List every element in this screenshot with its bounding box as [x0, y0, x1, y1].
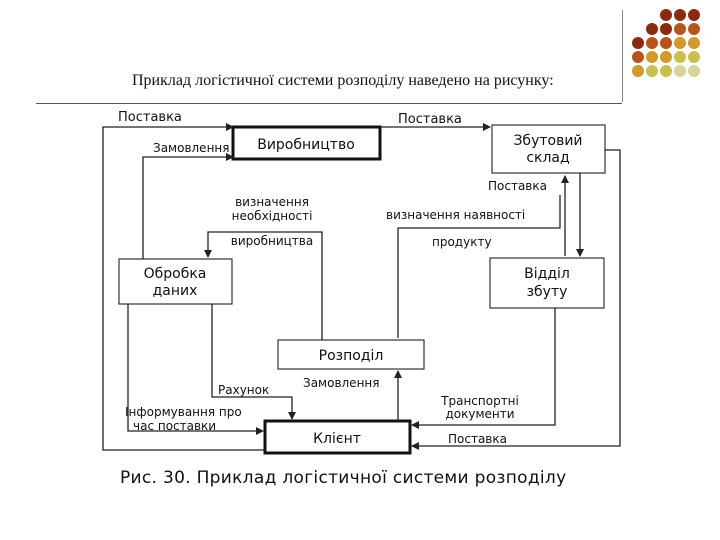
decorative-dot [674, 37, 686, 49]
box-warehouse-label-1: Збутовий [513, 133, 582, 149]
decorative-dot [660, 37, 672, 49]
arrow-supply-bottom [411, 149, 621, 450]
box-distribution-label: Розподіл [319, 348, 384, 364]
arrow-need-production [204, 231, 323, 340]
decorative-dot [646, 23, 658, 35]
decorative-dot [646, 65, 658, 77]
label-info-2: час поставки [133, 419, 216, 433]
arrow-order-top [142, 153, 234, 259]
figure-caption: Рис. 30. Приклад логістичної системи роз… [120, 468, 567, 488]
decorative-dot [646, 51, 658, 63]
decorative-dot [632, 51, 644, 63]
box-distribution: Розподіл [277, 339, 425, 370]
decorative-dot [660, 23, 672, 35]
decorative-dot [660, 9, 672, 21]
box-production-label: Виробництво [257, 137, 355, 153]
label-order-bottom: Замовлення [303, 376, 379, 390]
decorative-dot [674, 9, 686, 21]
decorative-dot [632, 65, 644, 77]
decorative-dot [688, 51, 700, 63]
label-need-2: необхідності [232, 209, 313, 223]
box-processing-label-2: даних [153, 283, 198, 299]
decorative-dot [674, 23, 686, 35]
vertical-divider [622, 10, 623, 102]
arrow-info-delivery [127, 304, 264, 435]
decorative-dot [674, 65, 686, 77]
box-client: Клієнт [263, 419, 412, 455]
label-need-1: визначення [235, 195, 309, 209]
box-client-label: Клієнт [313, 431, 361, 447]
arrow-supply-top-left [102, 123, 265, 451]
label-transport-1: Транспортні [440, 394, 519, 408]
label-need-3: виробництва [231, 234, 313, 248]
decorative-dot [660, 65, 672, 77]
box-sales-label-2: збуту [527, 284, 568, 300]
box-sales: Відділ збуту [489, 257, 605, 309]
box-warehouse: Збутовий склад [491, 124, 606, 174]
box-processing-label-1: Обробка [144, 266, 207, 282]
decorative-dot [688, 37, 700, 49]
decorative-dot [674, 51, 686, 63]
label-supply-top-right: Поставка [398, 112, 462, 127]
decorative-dot [688, 65, 700, 77]
arrow-availability [397, 195, 561, 338]
decorative-dot [632, 37, 644, 49]
label-availability-2: продукту [432, 235, 492, 249]
arrow-transport-docs [411, 308, 556, 429]
decorative-dot [660, 51, 672, 63]
decorative-dot [688, 9, 700, 21]
label-supply-top-left: Поставка [118, 110, 182, 125]
label-availability-1: визначення наявності [386, 208, 525, 222]
box-data-processing: Обробка даних [118, 258, 233, 305]
box-warehouse-label-2: склад [526, 150, 569, 166]
label-info-1: Інформування про [125, 405, 242, 419]
label-order-top: Замовлення [153, 141, 229, 155]
header-divider [36, 103, 622, 104]
label-supply-middle: Поставка [488, 179, 547, 193]
arrow-invoice [211, 304, 296, 420]
label-supply-bottom: Поставка [448, 432, 507, 446]
decorative-dot [688, 23, 700, 35]
decorative-dot [646, 37, 658, 49]
box-production: Виробництво [231, 125, 382, 161]
label-transport-2: документи [445, 407, 514, 421]
slide-header-text: Приклад логістичної системи розподілу на… [132, 72, 554, 89]
label-invoice: Рахунок [218, 383, 269, 397]
box-sales-label-1: Відділ [524, 266, 570, 282]
